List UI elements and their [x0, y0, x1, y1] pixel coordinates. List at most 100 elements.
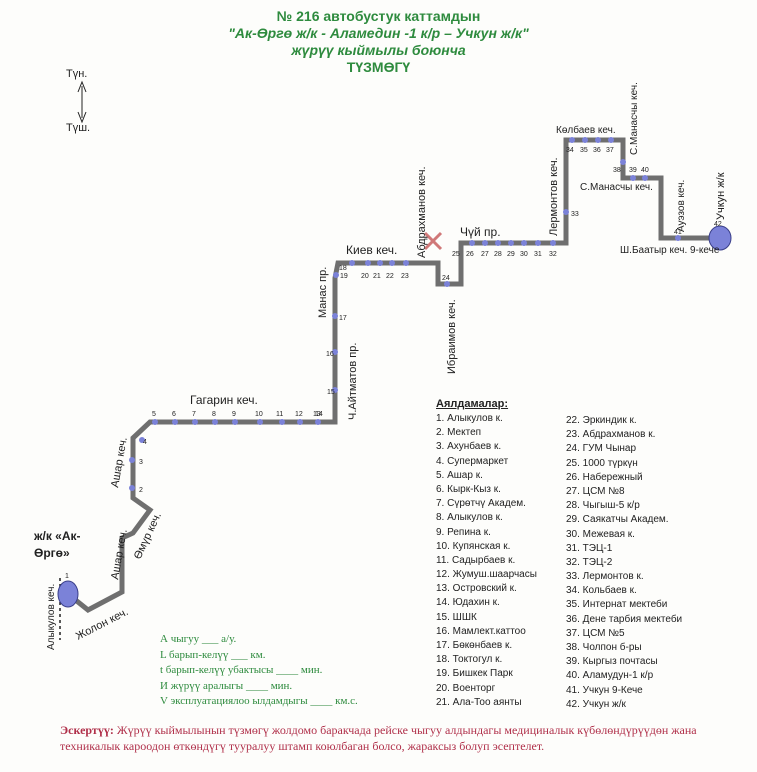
stop-list-item: 17. Бөкөнбаев к. [436, 640, 513, 651]
legend-time: t барып-келүү убактысы ____ мин. [160, 664, 323, 676]
street-s-manaschy: С.Манасчы кеч. [580, 182, 653, 193]
stop-dot [444, 281, 450, 287]
terminal-start-line-2: Өргө» [34, 546, 70, 560]
stop-list-item: 38. Чолпон б-ры [566, 642, 642, 653]
stop-number-21: 21 [373, 273, 381, 280]
stop-dot [521, 240, 527, 246]
stop-number-13: 13 [313, 411, 321, 418]
stop-number-36: 36 [593, 147, 601, 154]
street-kiev: Киев кеч. [346, 243, 397, 257]
stop-list-item: 1. Алыкулов к. [436, 413, 503, 424]
stop-list-item: 3. Ахунбаев к. [436, 441, 502, 453]
compass-arrow-icon [77, 80, 87, 124]
stop-list-item: 15. ШШК [436, 611, 477, 623]
street-ashar-upper: Ашар кеч. [109, 436, 130, 488]
street-auezov: Ауэзов кеч. [676, 180, 687, 232]
stop-list-item: 32. ТЭЦ-2 [566, 556, 613, 568]
stop-number-19: 19 [340, 273, 348, 280]
stop-number-11: 11 [276, 411, 283, 418]
stop-list-item: 20. Военторг [436, 682, 496, 694]
stop-number-24: 24 [442, 275, 450, 282]
stop-dot [482, 240, 488, 246]
street-ibraimov: Ибраимов кеч. [446, 299, 458, 374]
compass-south-label: Түш. [66, 122, 91, 134]
stop-list-item: 31. ТЭЦ-1 [566, 542, 613, 554]
stop-list-item: 16. Мамлект.каттоо [436, 625, 526, 637]
stop-dot [232, 419, 238, 425]
legend-departures: А чыгуу ___ а/у. [160, 633, 237, 645]
street-uchkun: Учкун ж/к [715, 172, 727, 220]
stop-number-34: 34 [566, 147, 574, 154]
stop-list-item: 33. Лермонтов к. [566, 571, 644, 583]
stop-number-27: 27 [481, 251, 489, 258]
stop-number-3: 3 [139, 459, 143, 466]
stop-dot [365, 260, 371, 266]
stop-number-9: 9 [232, 411, 236, 418]
title-line-1: № 216 автобустук каттамдын [276, 8, 481, 24]
stop-number-20: 20 [361, 273, 369, 280]
note: Эскертүү: Жүрүү кыймылынын түзмөгү жолдо… [60, 722, 740, 754]
stop-list-item: 25. 1000 түркүн [566, 457, 638, 469]
stop-number-28: 28 [494, 251, 502, 258]
terminal-start-label: ж/к «Ак- Өргө» [34, 528, 81, 562]
stop-number-31: 31 [534, 251, 542, 258]
stop-number-16: 16 [326, 351, 334, 358]
street-lermontov: Лермонтов кеч. [548, 157, 560, 236]
title-line-4: ТҮЗМӨГҮ [346, 59, 411, 75]
stop-number-18: 18 [339, 265, 347, 272]
compass-north-label: Түн. [66, 68, 88, 80]
stop-number-26: 26 [466, 251, 474, 258]
stop-dot [332, 313, 338, 319]
stop-dot [630, 175, 636, 181]
stop-number-33: 33 [571, 211, 579, 218]
stop-dot [139, 437, 145, 443]
street-manas: Манас пр. [317, 267, 329, 318]
stop-list-item: 14. Юдахин к. [436, 597, 500, 609]
stop-dot [582, 137, 588, 143]
stop-list-item: 37. ЦСМ №5 [566, 627, 625, 639]
stop-dot [152, 419, 158, 425]
street-gagarin: Гагарин кеч. [190, 393, 258, 407]
stop-list-item: 34. Кольбаев к. [566, 585, 637, 597]
stop-list-item: 11. Садырбаев к. [436, 554, 516, 566]
stop-dot [535, 240, 541, 246]
stop-number-39: 39 [629, 167, 637, 174]
stop-number-40: 40 [641, 167, 649, 174]
stop-dot [315, 419, 321, 425]
stop-number-14: 14 [315, 411, 323, 418]
stop-dot [297, 419, 303, 425]
terminal-ak-orgo-icon [57, 580, 79, 608]
stop-list-item: 7. Сүрөтчү Академ. [436, 498, 526, 510]
stop-list-item: 18. Токтогул к. [436, 654, 503, 666]
stops-header: Аялдамалар: [436, 398, 509, 410]
stop-number-37: 37 [606, 147, 614, 154]
closure-cross-icon [423, 231, 443, 251]
stop-list-item: 26. Набережный [566, 471, 643, 483]
stop-list-item: 41. Учкун 9-Кече [566, 684, 643, 696]
legend-interval: И жүрүү аралыгы ____ мин. [160, 679, 293, 692]
stop-dot [332, 387, 338, 393]
stop-list-item: 27. ЦСМ №8 [566, 485, 625, 497]
stop-number-6: 6 [172, 411, 176, 418]
stop-dot [129, 485, 135, 491]
stop-list-item: 39. Кыргыз почтасы [566, 656, 658, 668]
stop-number-32: 32 [549, 251, 557, 258]
stop-dot [279, 419, 285, 425]
stops-list-col2: 22. Эркиндик к.23. Абдрахманов к.24. ГУМ… [566, 414, 682, 712]
terminal-uchkun-icon [708, 225, 732, 251]
stop-number-12: 12 [295, 411, 303, 418]
stop-dot [333, 272, 339, 278]
stop-list-item: 6. Кырк-Кыз к. [436, 483, 501, 495]
stop-number-17: 17 [339, 315, 347, 322]
stop-number-23: 23 [401, 273, 409, 280]
stop-list-item: 23. Абдрахманов к. [566, 429, 656, 441]
stop-list-item: 21. Ала-Тоо аянты [436, 696, 522, 708]
legend: А чыгуу ___ а/у. L барып-келүү ___ км. t… [160, 632, 358, 710]
stop-number-29: 29 [507, 251, 515, 258]
stop-list-item: 24. ГУМ Чынар [566, 443, 637, 455]
street-ashar-lower: Ашар кеч. [109, 528, 130, 580]
stop-number-2: 2 [139, 487, 143, 494]
stop-number-38: 38 [613, 167, 621, 174]
